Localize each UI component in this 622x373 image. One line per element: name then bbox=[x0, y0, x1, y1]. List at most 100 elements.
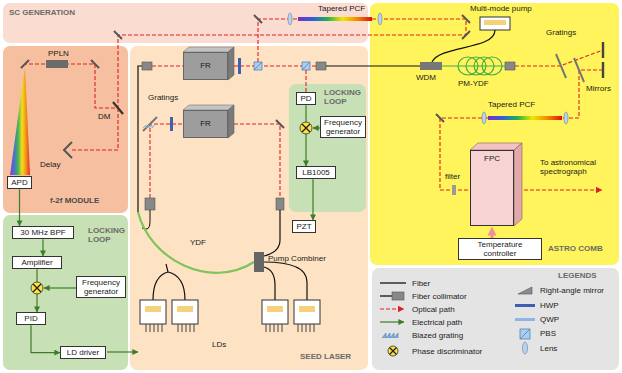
legend-label: QWP bbox=[540, 315, 559, 324]
region-title: LEGENDS bbox=[558, 271, 597, 280]
part-label: LDs bbox=[212, 340, 226, 349]
lens bbox=[288, 13, 292, 25]
part-label: Multi-mode pump bbox=[470, 4, 532, 13]
fr-3d bbox=[183, 105, 234, 110]
part-label: Delay bbox=[40, 160, 60, 169]
fiber bbox=[138, 66, 142, 212]
signal-wire bbox=[312, 179, 313, 220]
lens bbox=[564, 112, 568, 124]
tapered-pcf bbox=[298, 17, 372, 21]
region-title: LOCKING LOOP bbox=[324, 88, 364, 106]
box-label: Frequency generator bbox=[324, 118, 362, 136]
pbs bbox=[254, 62, 310, 70]
box-label: Temperature controller bbox=[462, 240, 538, 258]
legend-label: Fiber bbox=[412, 279, 430, 288]
mirror bbox=[436, 114, 444, 122]
region-title: SEED LASER bbox=[300, 352, 351, 361]
device-box: Frequency generator bbox=[320, 116, 366, 138]
legend-label: HWP bbox=[540, 301, 559, 310]
part-label: WDM bbox=[416, 73, 436, 82]
region-title: SC GENERATION bbox=[9, 8, 75, 17]
box-label: LD driver bbox=[67, 348, 99, 357]
fiber-collimator bbox=[142, 62, 152, 70]
part-label: PPLN bbox=[48, 49, 69, 58]
hwp bbox=[170, 117, 173, 131]
lens bbox=[482, 112, 486, 124]
signal-wire bbox=[42, 239, 43, 256]
device-box: Amplifier bbox=[12, 256, 62, 269]
box-label: Frequency generator bbox=[80, 278, 122, 296]
dichroic-mirror bbox=[113, 102, 123, 114]
legend-label: Optical path bbox=[412, 305, 455, 314]
box-label: LB1005 bbox=[302, 168, 330, 177]
device-box: PZT bbox=[292, 220, 316, 233]
box-label: FR bbox=[200, 119, 211, 128]
legend-label: Right-angle mirror bbox=[540, 286, 604, 295]
fiber-collimator bbox=[316, 62, 326, 70]
dispersed-spectrum bbox=[10, 67, 30, 175]
box-label: Amplifier bbox=[21, 258, 52, 267]
device-box: LD driver bbox=[60, 346, 106, 359]
fpc-3d bbox=[514, 143, 522, 226]
box-label: 30 MHz BPF bbox=[20, 228, 65, 237]
part-label: To astronomical spectrograph bbox=[540, 158, 608, 176]
laser-diodes bbox=[140, 300, 320, 332]
region-panel: LEGENDS bbox=[372, 268, 619, 370]
signal-wire bbox=[31, 325, 60, 352]
part-label: Mirrors bbox=[586, 84, 611, 93]
device-box: PD bbox=[296, 92, 316, 105]
pm-ydf-coil bbox=[458, 57, 502, 75]
region-title: f-2f MODULE bbox=[50, 196, 99, 205]
mirrors bbox=[602, 42, 604, 78]
region-title: LOCKING LOOP bbox=[88, 226, 128, 244]
legend-label: PBS bbox=[540, 329, 556, 338]
device-box: PID bbox=[16, 312, 46, 325]
pump-combiner bbox=[254, 252, 264, 272]
region-panel: ASTRO COMBFPCTemperature controller bbox=[370, 3, 619, 265]
part-label: filter bbox=[445, 172, 460, 181]
ydf-fiber bbox=[138, 212, 254, 273]
device-box: Frequency generator bbox=[76, 276, 126, 298]
delay-retroreflector bbox=[64, 142, 72, 158]
drive-wire bbox=[107, 351, 138, 352]
part-label: Tapered PCF bbox=[318, 4, 365, 13]
signal-wire bbox=[19, 189, 20, 226]
legend-label: Phase discriminator bbox=[412, 347, 482, 356]
fiber-collimator bbox=[145, 198, 155, 210]
device-box: LB1005 bbox=[296, 166, 336, 179]
mirrors bbox=[21, 15, 470, 128]
lens bbox=[378, 13, 382, 25]
blazed-grating bbox=[556, 54, 584, 82]
box-label: PID bbox=[24, 314, 37, 323]
legend-label: Electrical path bbox=[412, 318, 462, 327]
fr-3d bbox=[228, 47, 234, 80]
legend-samples bbox=[380, 283, 535, 356]
legend-label: Blazed grating bbox=[412, 331, 463, 340]
ppln-crystal bbox=[46, 60, 68, 68]
device-box: FR bbox=[183, 52, 228, 80]
box-label: PZT bbox=[296, 222, 311, 231]
blazed-grating bbox=[143, 117, 157, 131]
part-label: DM bbox=[98, 112, 110, 121]
tapered-pcf bbox=[488, 116, 562, 120]
part-label: Tapered PCF bbox=[488, 100, 535, 109]
fiber bbox=[326, 65, 420, 66]
pump-diode bbox=[484, 20, 506, 25]
box-label: FPC bbox=[484, 152, 500, 163]
phase-discriminator bbox=[300, 122, 312, 134]
part-label: PM-YDF bbox=[458, 79, 489, 88]
part-label: Gratings bbox=[546, 28, 576, 37]
hwp bbox=[238, 58, 241, 74]
fiber-collimator bbox=[276, 198, 284, 210]
phase-discriminator bbox=[31, 282, 43, 294]
region-panel: LOCKING LOOP PD Frequency generatorLB1005 bbox=[289, 84, 366, 212]
box-label: APD bbox=[11, 178, 27, 187]
pump-fibers bbox=[153, 262, 307, 300]
wdm bbox=[420, 62, 442, 70]
part-label: YDF bbox=[190, 238, 206, 247]
region-panel: SC GENERATION bbox=[3, 3, 368, 43]
fr-3d bbox=[228, 105, 234, 138]
device-box: FPC bbox=[470, 150, 514, 226]
signal-wire bbox=[305, 105, 306, 166]
